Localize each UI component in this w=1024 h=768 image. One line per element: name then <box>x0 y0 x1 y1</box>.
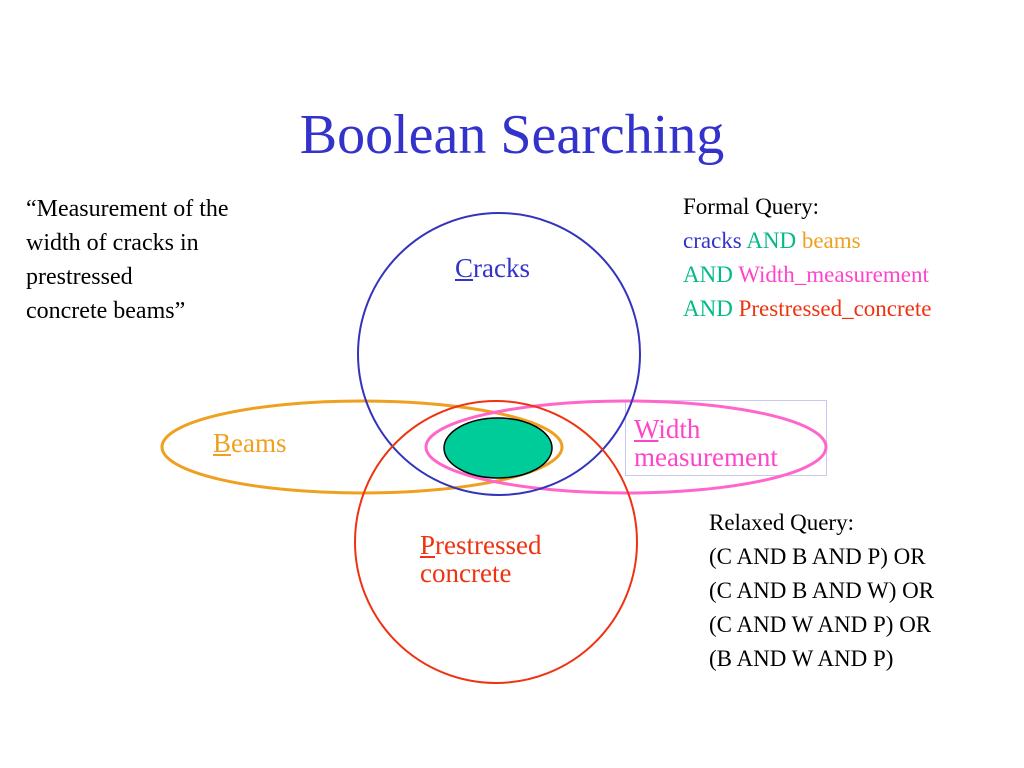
quote-line: prestressed <box>26 264 133 290</box>
set-prestressed-circle <box>354 400 638 684</box>
and-operator: AND <box>746 228 797 253</box>
formal-query-line-2: AND Width_measurement <box>683 258 1023 292</box>
term-cracks: cracks <box>683 228 742 253</box>
relaxed-query-line: (C AND B AND W) OR <box>709 578 935 603</box>
and-operator: AND <box>683 296 733 321</box>
slide-title: Boolean Searching <box>299 104 725 166</box>
set-beams-ellipse <box>160 399 564 495</box>
formal-query-line-1: cracks AND beams <box>683 224 1023 258</box>
set-label-width: Width measurement <box>634 415 778 471</box>
quote-line: concrete beams” <box>26 298 186 324</box>
set-label-rest: idth <box>658 414 701 444</box>
set-label-rest: eams <box>231 428 287 458</box>
set-label-rest: racks <box>473 253 530 283</box>
relaxed-query-line: (C AND W AND P) OR <box>709 612 932 637</box>
relaxed-query-line: (B AND W AND P) <box>709 646 894 671</box>
width-label-box <box>625 400 827 476</box>
formal-query-line-3: AND Prestressed_concrete <box>683 292 1023 326</box>
term-width-measurement: Width_measurement <box>738 262 929 287</box>
set-label-initial: B <box>213 428 232 458</box>
set-cracks-circle <box>357 212 641 496</box>
set-label-initial: C <box>455 253 474 283</box>
set-width-ellipse <box>424 399 828 495</box>
set-label-rest: restressed <box>435 530 542 560</box>
set-label-line2: measurement <box>634 442 778 472</box>
set-label-beams: Beams <box>213 429 287 457</box>
term-beams: beams <box>801 228 861 253</box>
set-label-prestressed: Prestressed concrete <box>420 531 542 587</box>
set-label-initial: P <box>420 530 436 560</box>
example-query-quote: “Measurement of the width of cracks in p… <box>26 192 306 328</box>
quote-line: width of cracks in <box>26 230 199 256</box>
term-prestressed-concrete: Prestressed_concrete <box>738 296 932 321</box>
relaxed-query-line: (C AND B AND P) OR <box>709 544 926 569</box>
formal-query: Formal Query: cracks AND beams AND Width… <box>683 190 1023 326</box>
relaxed-query: Relaxed Query: (C AND B AND P) OR (C AND… <box>709 506 1019 676</box>
quote-line: “Measurement of the <box>26 196 229 222</box>
intersection-region <box>443 417 553 479</box>
relaxed-query-heading: Relaxed Query: <box>709 510 854 535</box>
set-label-line2: concrete <box>420 558 512 588</box>
formal-query-heading: Formal Query: <box>683 194 820 219</box>
set-label-cracks: Cracks <box>455 254 530 282</box>
set-label-initial: W <box>634 414 659 444</box>
and-operator: AND <box>683 262 733 287</box>
